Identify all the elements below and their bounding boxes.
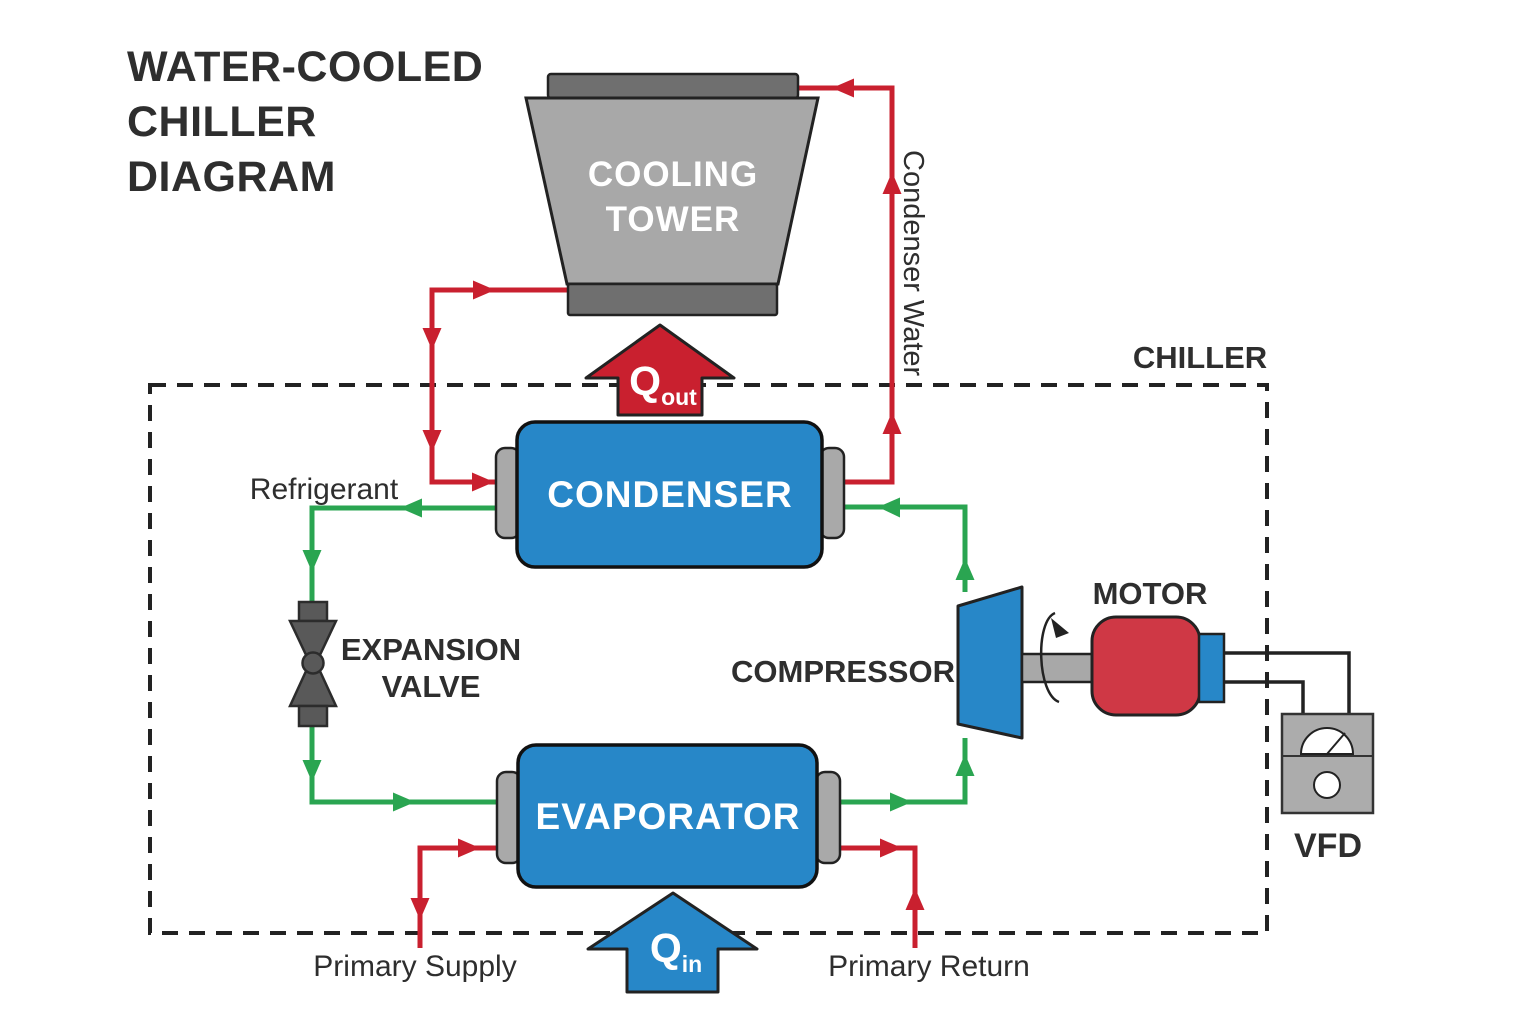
cooling-tower-top-bar <box>546 72 800 100</box>
primary-return-pipe <box>840 845 918 948</box>
page-title: WATER-COOLED CHILLER DIAGRAM <box>127 40 483 205</box>
cooling-tower-label-line1: COOLING <box>587 155 759 194</box>
arrow-icon <box>882 412 902 434</box>
motor-label: MOTOR <box>1092 576 1208 611</box>
expansion-valve-ball <box>301 651 325 675</box>
arrow-icon <box>400 498 422 518</box>
expansion-valve <box>288 600 338 728</box>
vfd-knob-icon <box>1313 771 1341 799</box>
expansion-valve-bottom-port <box>297 704 329 728</box>
expansion-valve-label: EXPANSION VALVE <box>341 631 521 705</box>
arrow-icon <box>880 838 902 858</box>
primary-return-label: Primary Return <box>828 950 1030 983</box>
expansion-valve-label-line1: EXPANSION <box>340 632 522 667</box>
cooling-tower <box>524 72 820 317</box>
refrigerant-arrowheads <box>302 497 975 812</box>
condenser <box>494 420 846 569</box>
arrow-icon <box>473 280 495 300</box>
compressor-to-condenser-pipe <box>843 504 968 592</box>
motor-body <box>1090 615 1202 717</box>
vfd-wires <box>1224 651 1351 716</box>
expansion-valve-label-line2: VALVE <box>381 669 481 704</box>
vfd-label: VFD <box>1294 827 1362 865</box>
evaporator-to-compressor-pipe <box>840 738 968 805</box>
arrow-icon <box>955 754 975 776</box>
evaporator-shell <box>516 743 819 889</box>
motor-shaft <box>1020 652 1094 684</box>
arrow-icon <box>890 792 912 812</box>
q-in-symbol: Q <box>649 925 682 971</box>
page-title-line1: WATER-COOLED <box>127 43 484 91</box>
q-out-arrow <box>584 323 736 417</box>
compressor-label: COMPRESSOR <box>731 654 955 689</box>
condenser-label: CONDENSER <box>547 474 793 515</box>
vfd-wire-bottom <box>1224 680 1305 716</box>
evaporator-label: EVAPORATOR <box>535 796 801 837</box>
vfd-gauge-needle <box>1326 732 1346 755</box>
expansion-valve-top-port <box>297 600 329 623</box>
arrow-icon <box>422 430 442 452</box>
arrow-icon <box>472 472 494 492</box>
evaporator <box>495 743 842 889</box>
motor-terminal-box <box>1197 632 1226 704</box>
cooling-tower-label-line2: TOWER <box>605 200 741 239</box>
arrow-icon <box>302 760 322 782</box>
condenser-water-arrowheads <box>410 78 925 920</box>
arrow-icon <box>393 792 415 812</box>
q-in-label: Qin <box>650 925 702 978</box>
cooling-tower-label: COOLING TOWER <box>588 152 758 242</box>
arrow-icon <box>882 172 902 194</box>
q-out-symbol: Q <box>629 358 662 404</box>
vfd-gauge-icon <box>1299 727 1355 755</box>
valve-to-evaporator-pipe <box>309 727 498 805</box>
condenser-shell <box>515 420 824 569</box>
arrow-icon <box>905 888 925 910</box>
cooling-tower-bottom-bar <box>566 282 779 317</box>
arrow-icon <box>302 550 322 572</box>
vfd-wire-top <box>1224 651 1351 716</box>
arrow-icon <box>422 328 442 350</box>
arrow-icon <box>878 497 900 518</box>
evaporator-right-cap <box>814 770 842 865</box>
arrow-icon <box>458 838 480 858</box>
compressor-body <box>956 585 1024 740</box>
tower-supply-pipe <box>429 287 568 485</box>
q-in-subscript: in <box>681 951 703 977</box>
vfd-unit <box>1280 712 1375 815</box>
cooling-tower-body <box>524 96 820 286</box>
q-out-subscript: out <box>661 384 697 410</box>
condenser-to-valve-pipe <box>309 505 497 602</box>
q-in-arrow <box>586 891 759 994</box>
q-out-label: Qout <box>629 358 697 411</box>
rotation-arrow-icon <box>1039 611 1069 704</box>
refrigerant-label: Refrigerant <box>249 473 399 506</box>
primary-supply-label: Primary Supply <box>313 950 517 983</box>
chiller-boundary-label: CHILLER <box>1132 340 1268 375</box>
arrow-icon <box>410 898 430 920</box>
arrow-icon <box>955 558 975 580</box>
condenser-water-label: Condenser Water <box>897 150 929 377</box>
arrow-icon <box>832 78 854 98</box>
page-title-line3: DIAGRAM <box>127 153 336 201</box>
page-title-line2: CHILLER <box>127 98 317 146</box>
